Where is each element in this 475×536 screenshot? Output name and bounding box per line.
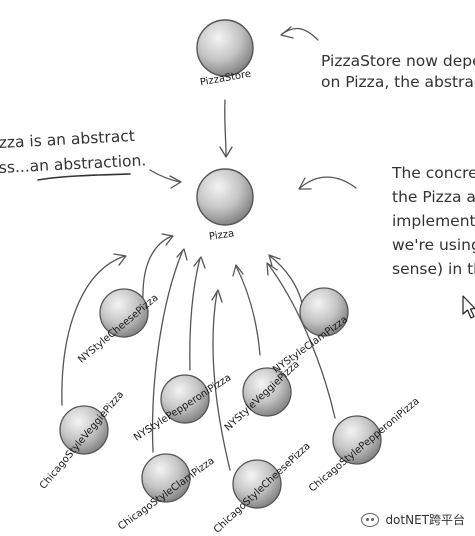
arrow-ny-clam-to-pizza: [269, 255, 303, 304]
arrow-chicago-clam-to-pizza: [151, 249, 184, 453]
arrow-chicago-veggie-to-pizza: [61, 255, 126, 406]
note-top-right-line-1: PizzaStore now depe: [321, 52, 475, 70]
chicago-pepperoni-sphere: [332, 415, 382, 465]
arrow-ny-cheese-to-pizza: [142, 235, 173, 301]
wechat-icon: [361, 512, 380, 527]
ny-pepperoni-sphere: [160, 374, 210, 424]
spheres: [59, 19, 382, 509]
ny-clam-sphere: [299, 287, 349, 337]
label-chicago-veggie: ChicagoStyleVeggiePizza: [38, 389, 126, 491]
note-right-line-3: implement t: [392, 212, 475, 230]
ny-cheese-sphere: [99, 288, 149, 338]
note-left-line-1: zza is an abstract: [0, 127, 135, 152]
watermark: dotNET跨平台: [361, 511, 465, 528]
note-right-line-1: The concret: [391, 164, 475, 182]
pizza-sphere: [196, 168, 254, 226]
note-right-line-2: the Pizza a: [392, 188, 475, 206]
arrow-ny-veggie-to-pizza: [235, 265, 261, 356]
arrow-pizzastore-to-pizza: [224, 99, 227, 157]
note-right-line-4: we're using: [392, 236, 475, 254]
chicago-veggie-sphere: [59, 405, 109, 455]
chicago-cheese-sphere: [232, 459, 282, 509]
mouse-cursor-icon: [462, 295, 475, 319]
note-top-right: PizzaStore now depe on Pizza, the abstra…: [321, 52, 475, 91]
arrow-ny-pepperoni-to-pizza: [189, 257, 201, 371]
arrow-right-note-to-pizza: [299, 176, 357, 189]
arrows: [61, 26, 357, 471]
ny-veggie-sphere: [242, 367, 292, 417]
label-chicago-pepperoni: ChicagoStylePepperoniPizza: [307, 396, 422, 495]
chicago-clam-sphere: [141, 453, 191, 503]
abstraction-underline: [37, 173, 131, 181]
note-top-right-line-2: on Pizza, the abstrac: [321, 73, 475, 91]
arrow-left-note-to-pizza: [149, 169, 181, 183]
note-right-line-5: sense) in th: [392, 260, 475, 278]
label-pizza: Pizza: [208, 228, 235, 242]
pizzastore-sphere: [196, 19, 254, 77]
note-left: zza is an abstract ss...an abstraction.: [0, 127, 147, 181]
watermark-text: dotNET跨平台: [385, 513, 465, 527]
arrow-chicago-cheese-to-pizza: [212, 291, 231, 471]
note-right: The concret the Pizza a implement t we'r…: [391, 164, 475, 278]
note-left-line-2: ss...an abstraction.: [0, 151, 147, 177]
arrow-chicago-pepperoni-to-pizza: [267, 263, 336, 419]
